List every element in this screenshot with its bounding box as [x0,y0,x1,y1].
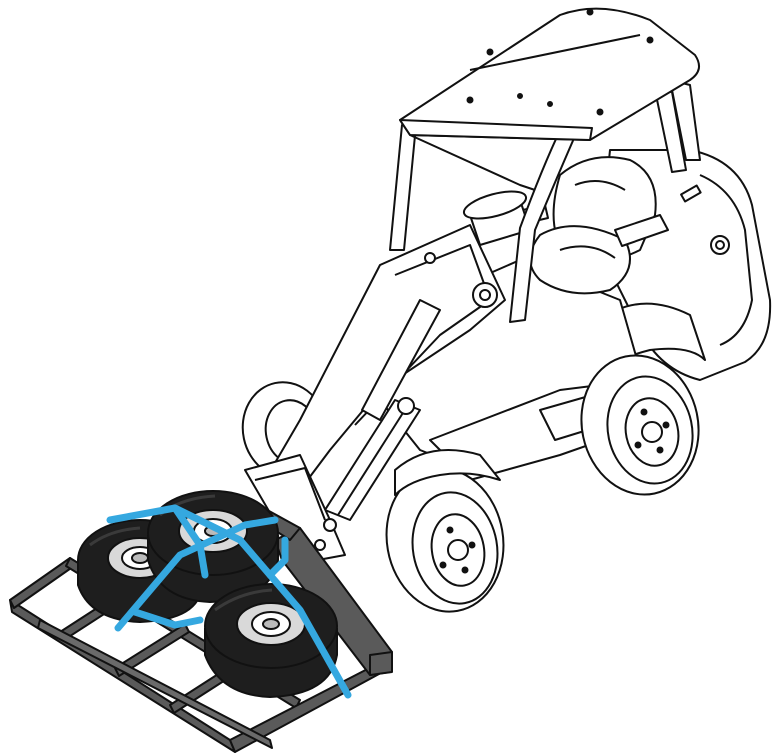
loader-machine [241,7,772,613]
steering-wheel [462,190,528,220]
rear-right-wheel [580,354,700,496]
loader-boom [264,224,506,491]
canopy-roof [399,7,700,141]
strap-5 [266,536,289,579]
front-fender [394,449,501,496]
tie-down-straps [106,504,352,699]
strap-1 [114,516,279,632]
canopy-front-edge [399,119,593,141]
strap-4 [131,608,204,629]
strap-2 [106,504,352,699]
engine-hood-panel [699,174,753,346]
seat-armrest-right [614,214,669,247]
frame-rail-left [9,557,75,609]
hood-vent [680,184,702,203]
frame-end-plate [369,651,393,676]
front-right-wheel [385,467,505,613]
frame-rail-mid [37,619,273,749]
lift-cylinder [361,299,441,421]
frame-cross-2 [114,623,190,677]
rops-post-left [389,124,417,251]
rops-post-right [509,117,583,323]
seat-cushion [529,225,631,295]
strap-3 [171,504,209,579]
windshield-brace [409,134,536,191]
